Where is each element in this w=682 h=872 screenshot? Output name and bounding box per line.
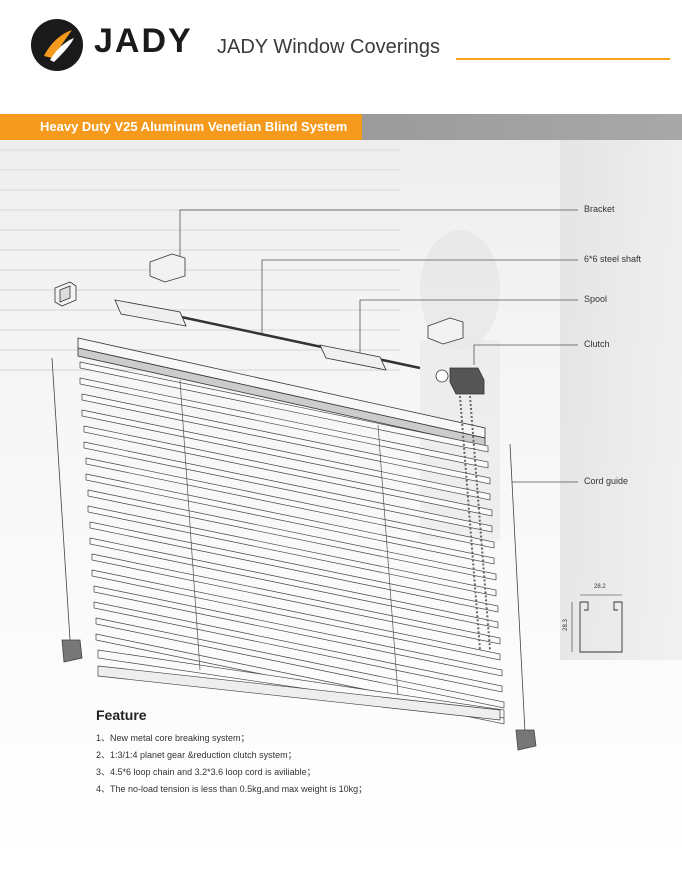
banner-title: Heavy Duty V25 Aluminum Venetian Blind S… xyxy=(40,119,348,134)
callout-cord-guide: Cord guide xyxy=(584,476,629,486)
profile-height-dimension: 28.3 xyxy=(562,619,569,631)
feature-list: 1、New metal core breaking system； 2、1:3/… xyxy=(96,730,367,798)
profile-width-dimension: 28.2 xyxy=(594,584,606,590)
list-item: 2、1:3/1:4 planet gear &reduction clutch … xyxy=(96,750,297,760)
exploded-view-drawing xyxy=(51,209,623,751)
list-item: 1、New metal core breaking system； xyxy=(96,733,250,743)
left-end-cap xyxy=(54,281,77,307)
background-photo xyxy=(0,140,682,867)
callout-bracket: Bracket xyxy=(584,204,615,214)
page-title: JADY Window Coverings xyxy=(217,36,441,58)
blind-diagram: Bracket 6*6 steel shaft Spool Clutch Cor… xyxy=(0,140,682,867)
callout-spool: Spool xyxy=(584,294,608,304)
headrail-profile-drawing xyxy=(571,594,623,653)
header-rule xyxy=(456,58,670,60)
callout-clutch: Clutch xyxy=(584,339,610,349)
callout-steel-shaft: 6*6 steel shaft xyxy=(584,254,642,264)
list-item: 4、The no-load tension is less than 0.5kg… xyxy=(96,784,368,794)
feature-heading: Feature xyxy=(96,707,147,723)
banner-tab xyxy=(0,114,362,140)
page-header: JADY JADY Window Coverings xyxy=(0,0,682,112)
brand-wordmark: JADY xyxy=(94,22,193,60)
jady-logo-icon xyxy=(31,19,83,71)
list-item: 3、4.5*6 loop chain and 3.2*3.6 loop cord… xyxy=(96,767,316,777)
